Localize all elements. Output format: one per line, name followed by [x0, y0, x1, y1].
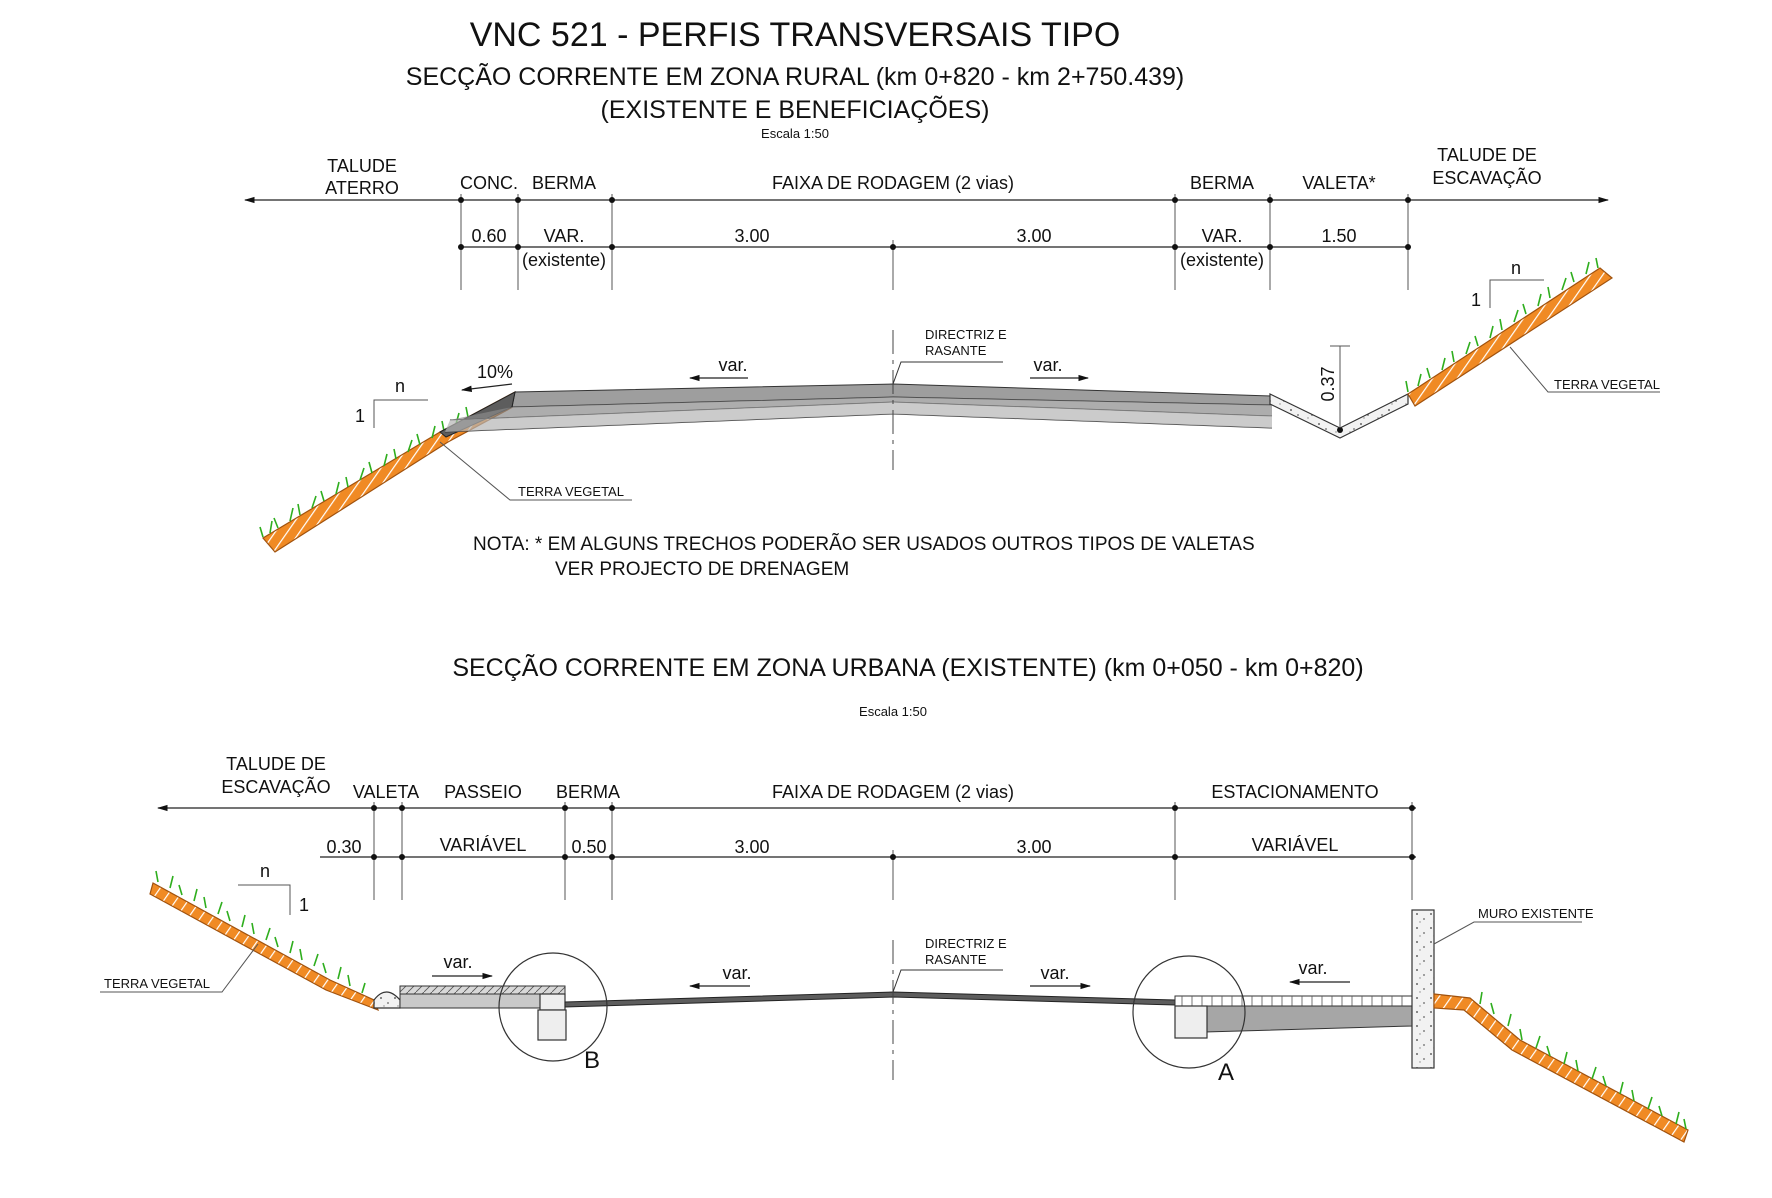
rural-label-talude-escavacao-2: ESCAVAÇÃO — [1432, 167, 1541, 188]
urban-subtitle: SECÇÃO CORRENTE EM ZONA URBANA (EXISTENT… — [452, 653, 1363, 682]
urban-var-arrows — [432, 972, 1350, 990]
rural-n-left: n — [395, 376, 405, 396]
rural-pct-arrow — [460, 383, 513, 393]
rural-label-talude-escavacao-1: TALUDE DE — [1437, 145, 1537, 165]
urban-dim-030: 0.30 — [326, 837, 361, 857]
rural-one-right: 1 — [1471, 290, 1481, 310]
rural-note-line-2: VER PROJECTO DE DRENAGEM — [555, 559, 849, 580]
urban-one: 1 — [299, 895, 309, 915]
rural-dimension-bar — [243, 194, 1610, 290]
urban-directriz-label-1: DIRECTRIZ E — [925, 936, 1007, 951]
urban-dim-300-left: 3.00 — [734, 837, 769, 857]
urban-label-talude-1: TALUDE DE — [226, 754, 326, 774]
urban-label-estacionamento: ESTACIONAMENTO — [1211, 782, 1378, 802]
drawing-title: VNC 521 - PERFIS TRANSVERSAIS TIPO — [470, 16, 1121, 54]
rural-dim-300-right: 3.00 — [1016, 226, 1051, 246]
urban-detail-b-label: B — [584, 1047, 600, 1074]
urban-road — [564, 991, 1176, 1008]
urban-muro-existente-label: MURO EXISTENTE — [1478, 906, 1594, 921]
rural-centerline — [892, 330, 1003, 470]
rural-height-037: 0.37 — [1318, 366, 1338, 401]
rural-subtitle: SECÇÃO CORRENTE EM ZONA RURAL (km 0+820 … — [406, 62, 1184, 91]
urban-detail-circle-b — [498, 952, 608, 1062]
rural-label-valeta: VALETA* — [1302, 173, 1375, 193]
rural-dim-150: 1.50 — [1321, 226, 1356, 246]
rural-slope-ratio-right — [1489, 279, 1544, 308]
rural-var-right: var. — [1033, 355, 1062, 375]
rural-terra-vegetal-right: TERRA VEGETAL — [1554, 377, 1660, 392]
urban-dim-050: 0.50 — [571, 837, 606, 857]
rural-dim-300-left: 3.00 — [734, 226, 769, 246]
urban-estacionamento — [1174, 995, 1413, 1039]
urban-directriz-label-2: RASANTE — [925, 952, 987, 967]
rural-dim-var-left: VAR. — [544, 226, 585, 246]
rural-label-berma-left: BERMA — [532, 173, 596, 193]
urban-detail-a-label: A — [1218, 1059, 1234, 1086]
urban-valeta — [373, 991, 401, 1009]
urban-detail-circle-a — [1132, 955, 1246, 1069]
urban-centerline — [892, 940, 1003, 1080]
urban-leaders — [100, 921, 1582, 993]
urban-muro-existente — [1411, 909, 1435, 1069]
rural-directriz-label-2: RASANTE — [925, 343, 987, 358]
rural-label-talude-aterro-2: ATERRO — [325, 178, 399, 198]
urban-var-right: var. — [1040, 963, 1069, 983]
rural-terra-vegetal-left: TERRA VEGETAL — [518, 484, 624, 499]
urban-n: n — [260, 861, 270, 881]
urban-slope-ratio — [238, 884, 291, 915]
rural-note-line-1: NOTA: * EM ALGUNS TRECHOS PODERÃO SER US… — [473, 533, 1255, 555]
rural-dim-var-right: VAR. — [1202, 226, 1243, 246]
rural-one-left: 1 — [355, 406, 365, 426]
urban-dim-variavel-right: VARIÁVEL — [1252, 835, 1339, 855]
rural-label-faixa: FAIXA DE RODAGEM (2 vias) — [772, 173, 1014, 193]
urban-dim-variavel-left: VARIÁVEL — [440, 835, 527, 855]
rural-directriz-label-1: DIRECTRIZ E — [925, 327, 1007, 342]
urban-passeio — [399, 985, 567, 1041]
rural-scale: Escala 1:50 — [761, 126, 829, 141]
urban-label-faixa: FAIXA DE RODAGEM (2 vias) — [772, 782, 1014, 802]
urban-dim-300-right: 3.00 — [1016, 837, 1051, 857]
rural-pct-label: 10% — [477, 362, 513, 382]
rural-dim-existente-left: (existente) — [522, 250, 606, 270]
urban-dimension-bar — [156, 802, 1416, 900]
urban-left-slope — [149, 870, 380, 1012]
rural-label-berma-right: BERMA — [1190, 173, 1254, 193]
urban-label-passeio: PASSEIO — [444, 782, 522, 802]
rural-n-right: n — [1511, 258, 1521, 278]
urban-label-talude-2: ESCAVAÇÃO — [221, 776, 330, 797]
rural-valeta — [1269, 345, 1409, 439]
rural-road-pavement — [439, 383, 1273, 438]
rural-slope-ratio-left — [373, 399, 428, 428]
urban-var-estacionamento: var. — [1298, 958, 1327, 978]
urban-terra-vegetal: TERRA VEGETAL — [104, 976, 210, 991]
rural-dim-existente-right: (existente) — [1180, 250, 1264, 270]
rural-dim-060: 0.60 — [471, 226, 506, 246]
rural-label-conc: CONC. — [460, 173, 518, 193]
rural-var-left: var. — [718, 355, 747, 375]
urban-scale: Escala 1:50 — [859, 704, 927, 719]
urban-var-left: var. — [722, 963, 751, 983]
urban-label-valeta: VALETA — [353, 782, 419, 802]
urban-label-berma: BERMA — [556, 782, 620, 802]
urban-var-passeio: var. — [443, 952, 472, 972]
rural-label-talude-aterro-1: TALUDE — [327, 156, 397, 176]
rural-subtitle-2: (EXISTENTE E BENEFICIAÇÕES) — [601, 95, 990, 124]
urban-right-slope — [1433, 991, 1689, 1143]
rural-right-slope — [1405, 257, 1614, 407]
rural-terra-vegetal-leaders — [439, 346, 1660, 501]
